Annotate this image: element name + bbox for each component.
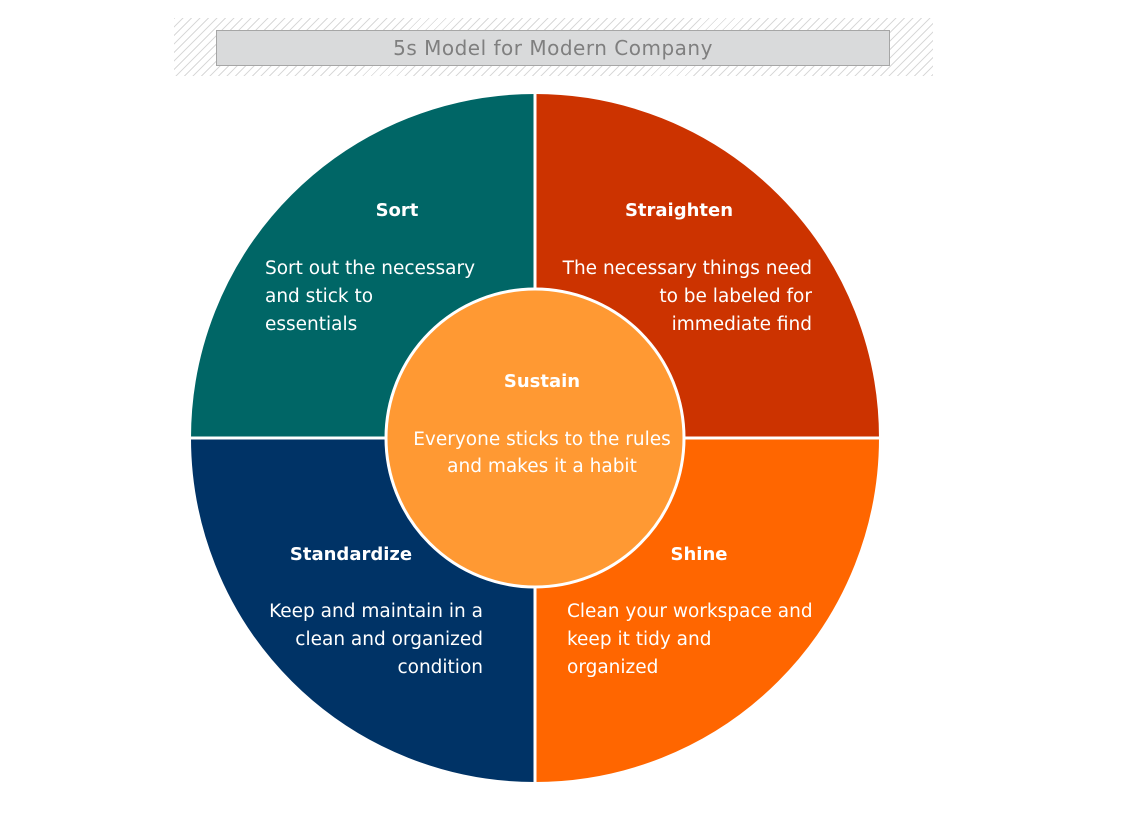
sort-description-line-3: essentials	[265, 314, 357, 335]
standardize-description-line-3: condition	[397, 657, 483, 678]
sort-description-line-2: and stick to	[265, 286, 373, 307]
shine-title: Shine	[671, 544, 728, 565]
outer-ring-border	[189, 92, 881, 784]
sustain-title: Sustain	[504, 371, 580, 392]
sustain-description-line-2: and makes it a habit	[447, 456, 637, 477]
straighten-description-line-1: The necessary things need	[562, 258, 812, 279]
sort-description-line-1: Sort out the necessary	[265, 258, 475, 279]
straighten-description-line-3: immediate find	[672, 314, 812, 335]
standardize-title: Standardize	[290, 544, 412, 565]
standardize-description-line-1: Keep and maintain in a	[269, 601, 483, 622]
sort-title: Sort	[376, 200, 419, 221]
shine-description-line-1: Clean your workspace and	[567, 601, 813, 622]
standardize-description-line-2: clean and organized	[295, 629, 483, 650]
straighten-description-line-2: to be labeled for	[659, 286, 812, 307]
diagram-title: 5s Model for Modern Company	[216, 30, 890, 66]
center-circle-sustain	[384, 287, 686, 589]
shine-description-line-2: keep it tidy and	[567, 629, 712, 650]
sustain-description-line-1: Everyone sticks to the rules	[413, 429, 671, 450]
shine-description-line-3: organized	[567, 657, 658, 678]
straighten-title: Straighten	[625, 200, 733, 221]
